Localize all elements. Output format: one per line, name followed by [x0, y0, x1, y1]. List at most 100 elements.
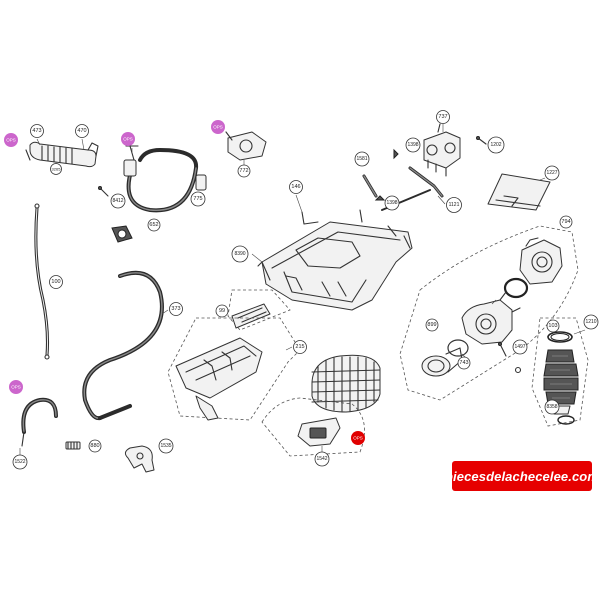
label-1210: 1210 — [583, 314, 599, 330]
label-1398-bottom: 1398 — [384, 195, 400, 211]
svg-text:100: 100 — [51, 279, 60, 285]
clip-1398a — [393, 148, 399, 160]
label-3265: 3265 — [50, 163, 62, 175]
label-1581: 1581 — [354, 151, 370, 167]
label-8358: 8358 — [544, 399, 560, 415]
svg-text:737: 737 — [438, 114, 447, 120]
screw-8412 — [98, 186, 109, 197]
svg-text:99: 99 — [219, 308, 225, 314]
watermark-logo: piecesdelachecelee.com — [445, 461, 599, 491]
svg-text:3265: 3265 — [52, 167, 62, 172]
label-1202: 1202 — [487, 136, 505, 154]
label-1227: 1227 — [544, 165, 560, 181]
svg-text:215: 215 — [295, 344, 304, 350]
filter-899 — [421, 347, 463, 377]
svg-text:473: 473 — [32, 128, 41, 134]
label-146: 146 — [289, 180, 303, 194]
option-badge-775: OPS — [121, 132, 135, 146]
svg-text:794: 794 — [561, 219, 570, 225]
svg-text:OPS: OPS — [213, 125, 223, 130]
svg-text:1497: 1497 — [514, 344, 525, 350]
chute-1542 — [297, 417, 341, 447]
svg-text:1121: 1121 — [449, 202, 460, 208]
svg-text:775: 775 — [193, 196, 202, 202]
screw-1202 — [476, 136, 487, 145]
seal-743 — [447, 339, 469, 357]
inlet-valve-737 — [423, 123, 461, 177]
tube-1581 — [362, 174, 378, 198]
svg-text:772: 772 — [239, 168, 248, 174]
label-772: 772 — [237, 164, 251, 178]
svg-text:1398: 1398 — [386, 200, 397, 206]
drain-hose-100 — [34, 203, 50, 360]
clamp-1210 — [557, 415, 575, 425]
label-1535: 1535 — [158, 438, 174, 454]
connector-880 — [65, 441, 81, 450]
label-473: 473 — [30, 124, 44, 138]
svg-text:899: 899 — [427, 322, 436, 328]
label-103: 103 — [546, 319, 560, 333]
label-99: 99 — [215, 304, 229, 318]
label-100: 100 — [49, 275, 63, 289]
drain-hook-1522 — [21, 397, 58, 447]
option-badge-1522: OPS — [9, 380, 23, 394]
svg-text:1581: 1581 — [356, 156, 367, 162]
label-470: 470 — [75, 124, 89, 138]
svg-text:OPS: OPS — [123, 137, 133, 142]
svg-text:1522: 1522 — [14, 459, 25, 465]
drain-elbow-hose-473 — [25, 141, 99, 168]
svg-text:8358: 8358 — [546, 404, 557, 410]
hose-clamp-103 — [547, 331, 573, 343]
svg-text:1202: 1202 — [490, 142, 501, 148]
label-215: 215 — [293, 340, 307, 354]
pump-gasket-ring — [503, 277, 529, 299]
label-737: 737 — [436, 110, 450, 124]
option-badge-1542: OPS — [351, 431, 365, 445]
svg-text:OPS: OPS — [353, 436, 363, 441]
svg-text:8390: 8390 — [234, 251, 245, 257]
label-1121: 1121 — [446, 197, 462, 213]
svg-text:OPS: OPS — [6, 138, 16, 143]
pump-filter-housing — [461, 291, 521, 345]
label-899: 899 — [425, 318, 439, 332]
label-775: 775 — [190, 191, 206, 207]
pressure-switch-772 — [225, 131, 267, 161]
watermark-text: piecesdelachecelee.com — [445, 468, 599, 484]
label-8390: 8390 — [231, 245, 249, 263]
bellows-hose — [311, 354, 381, 413]
option-badge-473: OPS — [4, 133, 18, 147]
label-1398-top: 1398 — [405, 137, 421, 153]
svg-text:470: 470 — [77, 128, 86, 134]
svg-text:652: 652 — [149, 222, 158, 228]
label-743: 743 — [457, 356, 471, 370]
svg-text:373: 373 — [171, 306, 180, 312]
drain-pump-794 — [519, 237, 563, 285]
label-1522: 1522 — [12, 454, 28, 470]
drawer-handle-99 — [231, 303, 271, 329]
label-373: 373 — [169, 302, 183, 316]
svg-text:743: 743 — [459, 360, 468, 366]
option-badge-772: OPS — [211, 120, 225, 134]
label-8412: 8412 — [110, 193, 126, 209]
svg-text:1535: 1535 — [160, 443, 171, 449]
bracket-1535 — [124, 445, 155, 473]
label-1497: 1497 — [512, 339, 528, 355]
screw-1497 — [498, 342, 507, 357]
svg-text:1398: 1398 — [407, 142, 418, 148]
svg-text:1542: 1542 — [316, 456, 327, 462]
clip-1398b — [374, 195, 386, 201]
label-652: 652 — [147, 218, 161, 232]
clamp-652 — [111, 225, 133, 243]
svg-text:OPS: OPS — [11, 385, 21, 390]
label-794: 794 — [559, 215, 573, 229]
svg-text:1210: 1210 — [585, 319, 596, 325]
cover-1227 — [487, 173, 551, 211]
svg-text:880: 880 — [90, 443, 99, 449]
svg-text:8412: 8412 — [112, 198, 123, 204]
dispenser-housing-146 — [257, 209, 413, 311]
clip-small — [514, 366, 522, 374]
drain-hose-373 — [82, 270, 164, 421]
label-880: 880 — [88, 439, 102, 453]
svg-text:146: 146 — [291, 184, 300, 190]
